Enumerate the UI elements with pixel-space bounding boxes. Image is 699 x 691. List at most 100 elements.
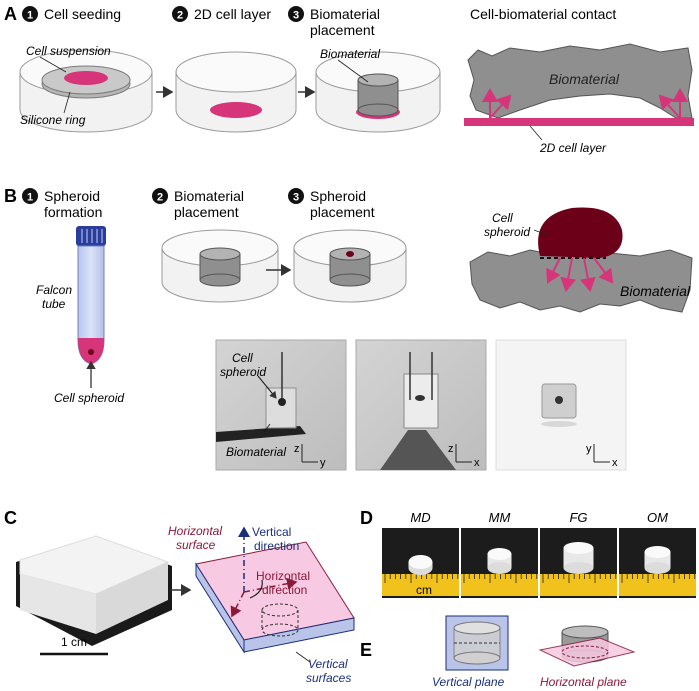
tweezer xyxy=(380,430,456,470)
axis-label: z xyxy=(294,443,300,455)
falcon-tube xyxy=(76,226,106,365)
step-number-badge xyxy=(152,188,168,204)
micrograph-1 xyxy=(215,339,347,471)
panel-d: D MD cm MM FG OM xyxy=(360,508,696,598)
sample-label: FG xyxy=(569,510,587,525)
panel-e-letter: E xyxy=(360,640,372,660)
cell-layer-label: 2D cell layer xyxy=(539,141,607,155)
ruler-unit: cm xyxy=(416,583,432,597)
horizontal-surface-label: Horizontal xyxy=(168,524,222,538)
axis-label: y xyxy=(320,457,326,469)
micrograph-2 xyxy=(355,339,487,471)
panel-a: A 1 Cell seeding 2 2D cell layer 3 Bioma… xyxy=(4,4,694,155)
ruler xyxy=(619,574,696,596)
vertical-direction-label: Vertical xyxy=(252,525,291,539)
axis-label: z xyxy=(448,443,454,455)
sample-top xyxy=(487,548,512,560)
cell-suspension-drop xyxy=(64,71,108,85)
step-number-badge xyxy=(22,188,38,204)
falcon-label: tube xyxy=(42,297,66,311)
culture-dish xyxy=(175,51,297,133)
sample-label: OM xyxy=(647,510,668,525)
vertical-plane-label: Vertical plane xyxy=(432,675,505,689)
ruler xyxy=(382,574,459,596)
spheroid-dot xyxy=(346,251,354,257)
axis-label: x xyxy=(474,457,480,469)
culture-dish xyxy=(161,229,279,303)
cell-layer-bar xyxy=(464,118,694,126)
horizontal-surface-label: surface xyxy=(176,538,216,552)
tweezer xyxy=(216,426,306,442)
cell-spheroid xyxy=(538,207,623,258)
step-title: placement xyxy=(310,22,375,38)
ruler xyxy=(461,574,538,596)
ruler xyxy=(540,574,617,596)
panel-c-letter: C xyxy=(4,508,17,528)
step-title: Spheroid xyxy=(310,188,366,204)
contact-title: Cell-biomaterial contact xyxy=(470,6,616,22)
micrograph-3 xyxy=(495,339,627,471)
panel-b: B 1 Spheroid formation 2 Biomaterial pla… xyxy=(4,186,693,471)
step-title: 2D cell layer xyxy=(194,6,271,22)
step-number-badge xyxy=(288,6,304,22)
axis-label: x xyxy=(612,457,618,469)
horizontal-direction-label: direction xyxy=(262,583,307,597)
scaffold-photo xyxy=(16,535,172,646)
contact-arrow xyxy=(658,94,681,119)
step-number-badge xyxy=(172,6,188,22)
sample-base xyxy=(563,562,594,574)
axis-label: y xyxy=(586,443,592,455)
vertical-plane-diagram xyxy=(445,615,509,671)
spheroid-label: spheroid xyxy=(484,225,530,239)
panel-e: E Vertical plane Horizontal plane xyxy=(360,615,636,689)
sample-label: MD xyxy=(410,510,430,525)
sample-top xyxy=(644,546,671,558)
sample-label: MM xyxy=(489,510,511,525)
step-title: placement xyxy=(174,204,239,220)
step-title: placement xyxy=(310,204,375,220)
step-title: formation xyxy=(44,204,102,220)
sample-base xyxy=(644,562,671,574)
step-title: Biomaterial xyxy=(174,188,244,204)
photo-spheroid-label: Cell xyxy=(232,351,253,365)
horizontal-direction-label: Horizontal xyxy=(256,569,310,583)
step-title: Biomaterial xyxy=(310,6,380,22)
step-number: 1 xyxy=(27,10,33,22)
panel-b-letter: B xyxy=(4,186,17,206)
cell-biomaterial-contact xyxy=(464,43,694,126)
scale-bar-label: 1 cm xyxy=(61,635,87,649)
silicone-ring-label: Silicone ring xyxy=(20,113,86,127)
step-number: 3 xyxy=(293,10,299,22)
horizontal-plane-label: Horizontal plane xyxy=(540,675,627,689)
step-number-badge xyxy=(288,188,304,204)
cell-suspension-label: Cell suspension xyxy=(26,44,111,58)
sample-top xyxy=(408,555,433,569)
cell-layer-disc xyxy=(210,102,262,118)
spheroid-contact xyxy=(469,207,693,313)
tube-cap xyxy=(76,226,106,246)
photo-spheroid-label: spheroid xyxy=(220,365,266,379)
culture-dish xyxy=(19,49,153,133)
falcon-label: Falcon xyxy=(36,283,72,297)
step-number: 2 xyxy=(177,10,183,22)
sample-top xyxy=(563,542,594,554)
cell-spheroid-label: Cell spheroid xyxy=(54,391,124,405)
panel-a-letter: A xyxy=(4,4,17,24)
panel-d-letter: D xyxy=(360,508,373,528)
panel-c: C 1 cm Horizontal surface Vertical xyxy=(4,508,355,685)
culture-dish xyxy=(315,51,441,133)
vertical-surfaces-label: surfaces xyxy=(306,671,351,685)
vertical-surfaces-label: Vertical xyxy=(308,657,348,671)
biomaterial-label: Biomaterial xyxy=(620,283,691,299)
step-number-badge xyxy=(22,6,38,22)
spheroid-label: Cell xyxy=(492,211,513,225)
vertical-direction-label: direction xyxy=(254,539,299,553)
horizontal-plane-diagram xyxy=(538,625,636,667)
biomaterial-label: Biomaterial xyxy=(549,71,620,87)
slab-schematic xyxy=(195,526,355,654)
horizontal-direction-arrow xyxy=(243,577,298,593)
photo-biomaterial-label: Biomaterial xyxy=(226,445,286,459)
step-title: Spheroid xyxy=(44,188,100,204)
step-number: 1 xyxy=(27,192,33,204)
